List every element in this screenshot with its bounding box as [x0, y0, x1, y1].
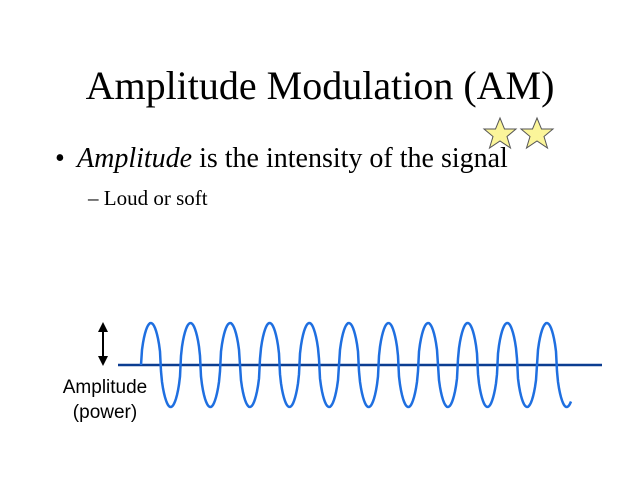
- star-icon: [482, 116, 518, 150]
- bullet-point: • Amplitude is the intensity of the signa…: [55, 143, 508, 175]
- sub-bullet-text: Loud or soft: [103, 186, 208, 210]
- sub-bullet: – Loud or soft: [88, 186, 208, 211]
- bullet-emphasis: Amplitude: [77, 143, 193, 174]
- bullet-marker: •: [55, 143, 65, 174]
- carrier-wave: [139, 321, 573, 409]
- double-arrow-icon: [98, 322, 108, 366]
- star-icon: [519, 116, 555, 150]
- amplitude-label: Amplitude (power): [56, 375, 154, 425]
- slide-title: Amplitude Modulation (AM): [85, 63, 555, 108]
- stars-decoration: [482, 116, 555, 150]
- sub-bullet-marker: –: [88, 186, 99, 210]
- bullet-text: is the intensity of the signal: [192, 143, 508, 174]
- amplitude-label-line1: Amplitude: [62, 377, 148, 398]
- amplitude-label-line2: (power): [72, 402, 138, 423]
